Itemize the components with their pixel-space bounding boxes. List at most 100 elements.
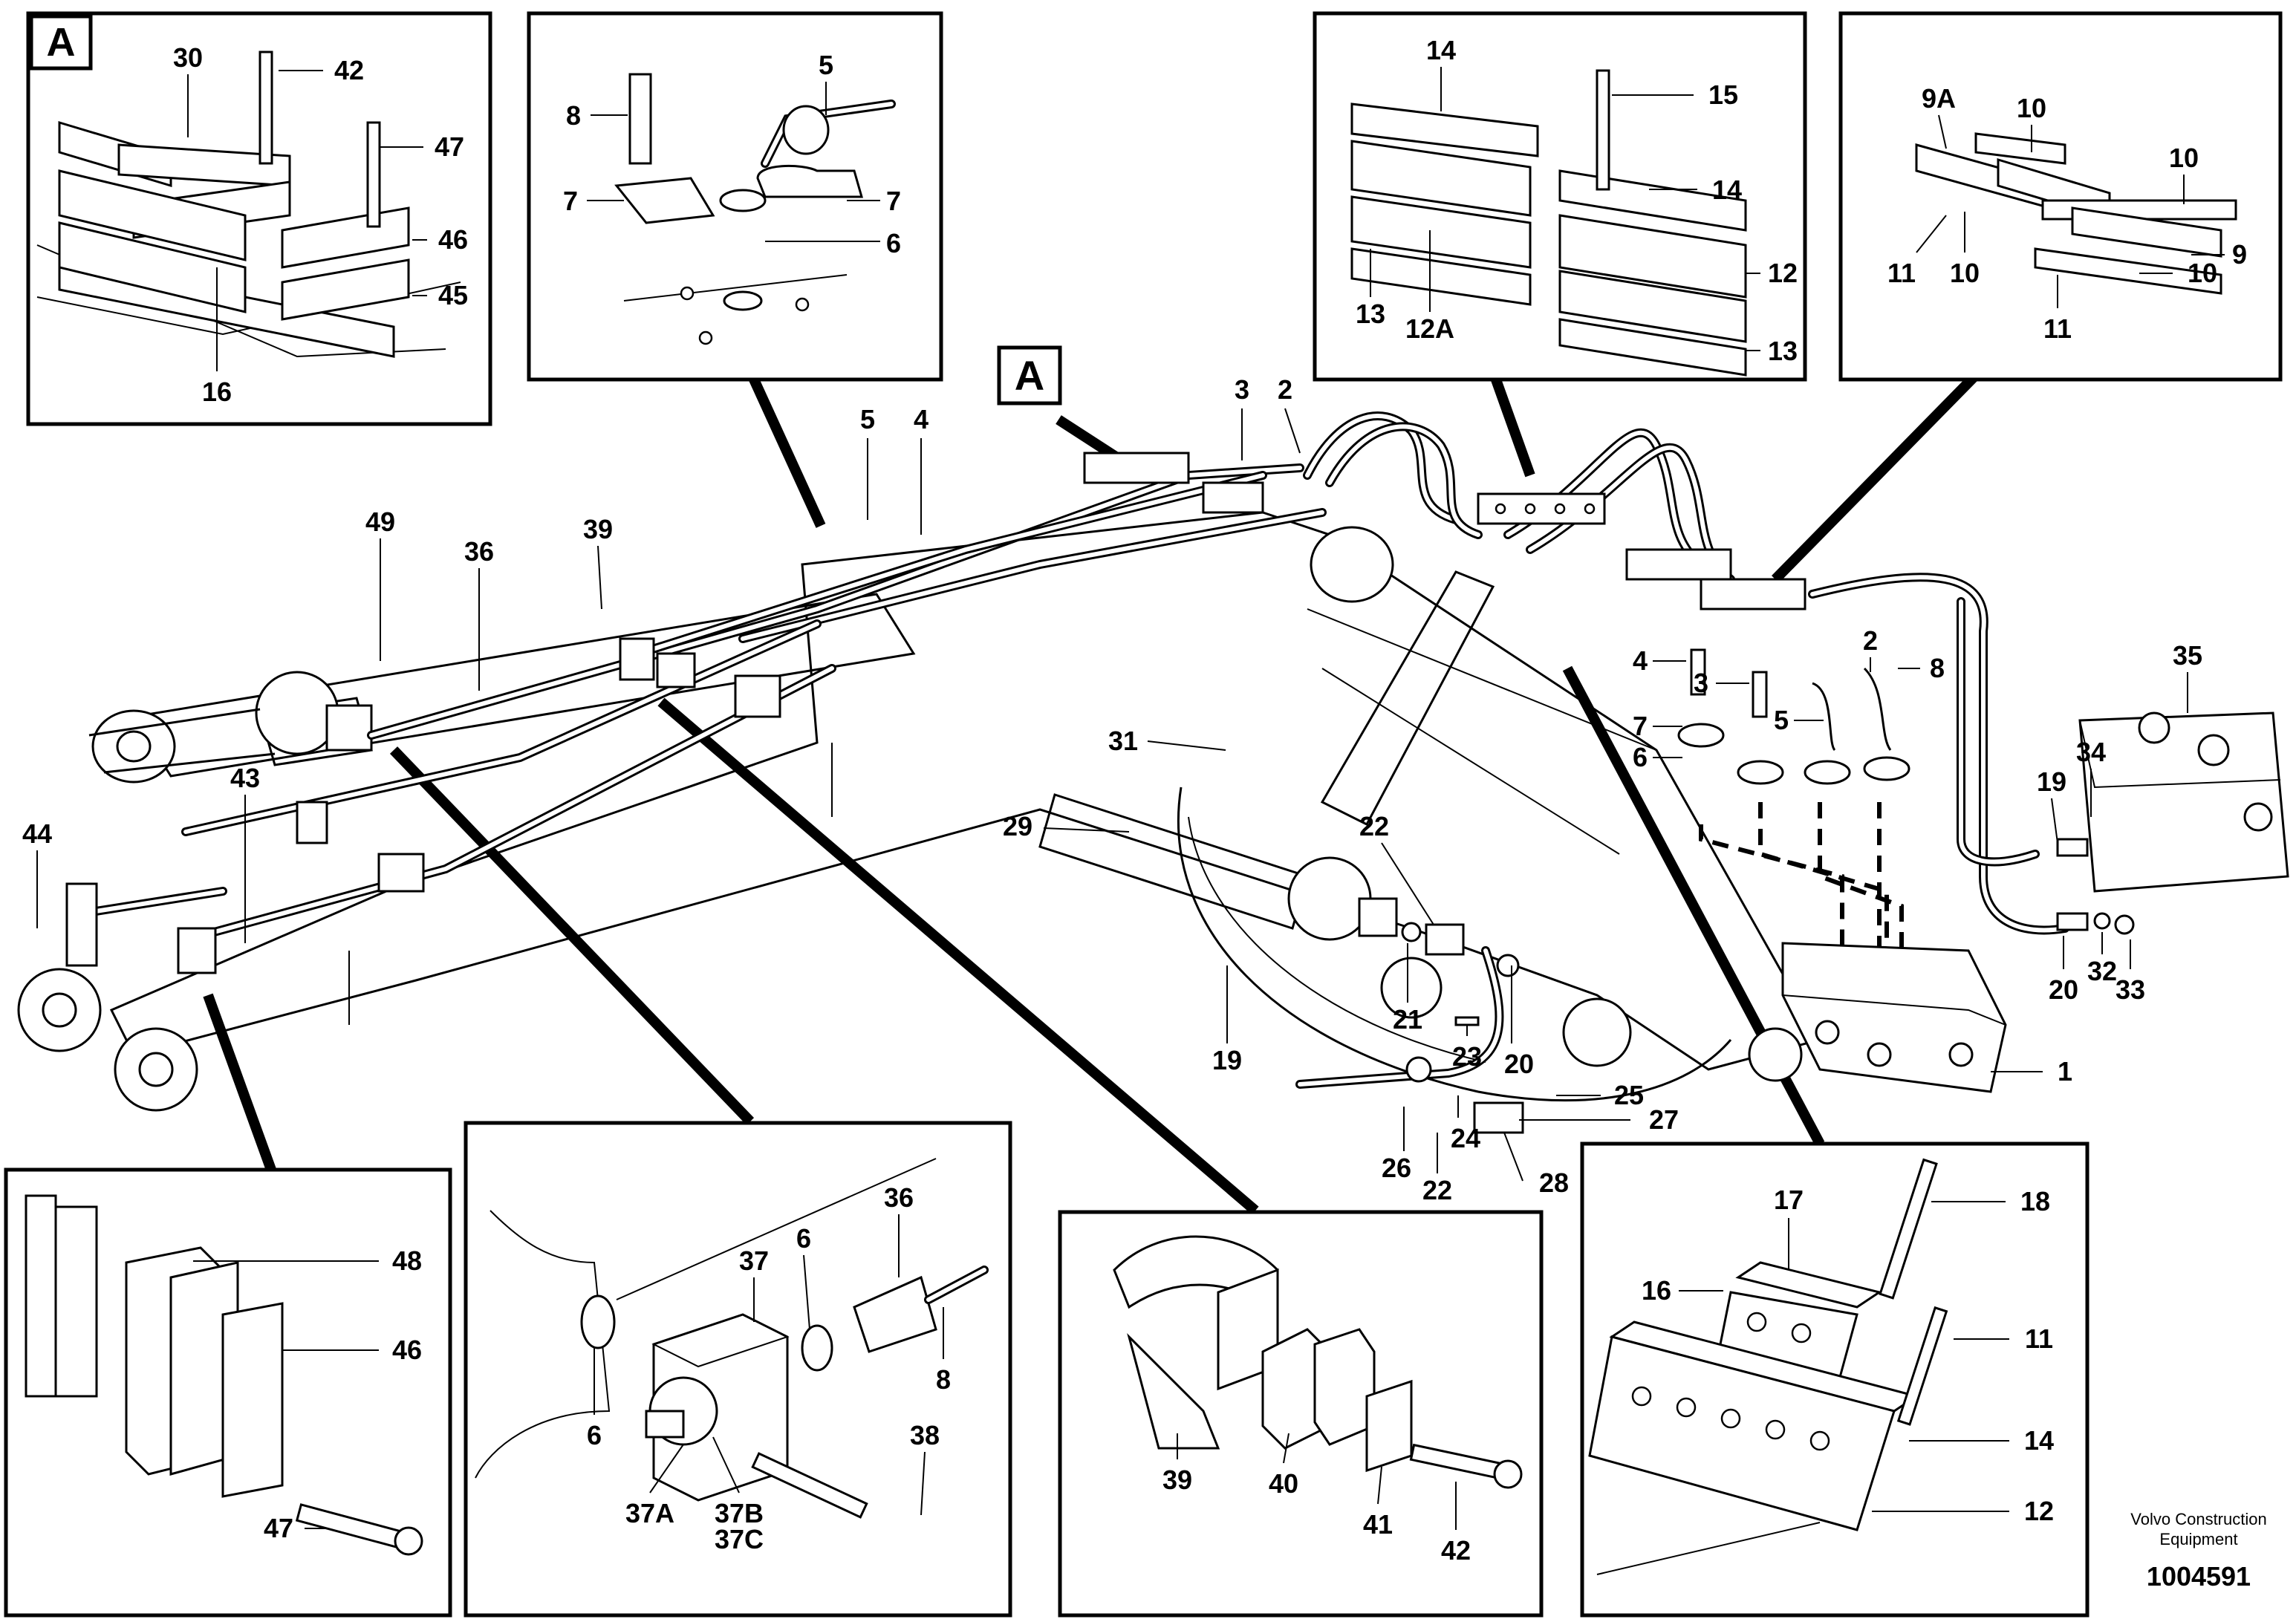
callout-29: 29 [1003,811,1032,841]
inset-9-label-9a: 9A [1922,83,1956,114]
callout-19b: 19 [2037,766,2066,797]
hose-fittings [1677,648,1910,785]
inset-a-label-45: 45 [438,280,468,310]
inset-leader-lines [203,369,1980,1215]
inset-39-label-41: 41 [1363,1509,1393,1540]
callout-7: 7 [1633,711,1648,741]
inset-a-clamp-stack: A 30 42 47 46 45 16 [26,11,492,426]
inset-9-label-11a: 11 [1887,258,1916,288]
inset-48-label-47: 47 [264,1513,293,1543]
inset-clamp-12-side: 17 18 16 11 14 12 [1580,1141,2090,1618]
callout-33: 33 [2115,974,2145,1005]
callout-6: 6 [1633,742,1648,772]
inset-37-label-37: 37 [739,1245,769,1276]
inset-37-label-36: 36 [884,1182,914,1213]
inset-48-label-46: 46 [392,1335,422,1365]
inset-a-view-label: A [47,20,76,65]
inset-12-label-12a: 12A [1405,313,1454,344]
callout-2: 2 [1278,374,1292,405]
inset-37-label-8: 8 [936,1364,951,1395]
inset-12-label-13b: 13 [1768,336,1798,366]
footer-block: Volvo Construction Equipment 1004591 [2130,1510,2266,1592]
inset-12-label-13a: 13 [1356,299,1385,329]
inset-39-label-40: 40 [1269,1468,1298,1499]
inset-a-label-46: 46 [438,224,468,255]
inset-12s-label-11: 11 [2025,1323,2053,1354]
inset-fitting-label-5: 5 [819,50,833,80]
inset-9-label-10a: 10 [2017,93,2046,123]
inset-37-label-37c: 37C [715,1524,764,1554]
inset-clamp-9: 9A 10 10 11 10 10 9 11 [1838,11,2283,382]
footer-brand-line1: Volvo Construction [2130,1510,2266,1528]
inset-37-label-6a: 6 [796,1223,811,1254]
inset-37-label-37a: 37A [625,1498,674,1528]
inset-9-label-10b: 10 [2169,143,2199,173]
inset-9-label-11b: 11 [2043,313,2072,344]
callout-24: 24 [1451,1123,1480,1153]
footer-brand-line2: Equipment [2159,1530,2237,1548]
callout-31: 31 [1108,726,1138,756]
inset-fitting-label-6: 6 [886,228,901,258]
callout-22a: 22 [1359,811,1389,841]
inset-12s-label-16: 16 [1642,1275,1671,1306]
inset-a-label-47: 47 [435,131,464,162]
inset-39-label-39: 39 [1162,1465,1192,1495]
main-assembly [17,411,2289,1134]
inset-12-label-12: 12 [1768,258,1798,288]
callout-19a: 19 [1212,1045,1242,1075]
callout-39: 39 [583,514,613,544]
drawing-number: 1004591 [2147,1561,2251,1592]
fitting-dashed-paths [1699,802,1904,973]
callout-25: 25 [1614,1080,1644,1110]
inset-12s-label-12: 12 [2024,1496,2054,1526]
callout-21: 21 [1393,1004,1422,1035]
main-view-a: A [997,345,1062,406]
inset-12s-label-17: 17 [1774,1185,1804,1215]
boom-clamps [65,452,1264,974]
inset-a-label-16: 16 [202,377,232,407]
inset-block-37: 36 37 6 8 6 38 37A 37B 37C [464,1121,1012,1618]
callout-1: 1 [2058,1056,2072,1087]
inset-a-label-42: 42 [334,55,364,85]
inset-39-label-42: 42 [1441,1535,1471,1566]
inset-fitting-label-7a: 7 [563,186,578,216]
callout-36: 36 [464,536,494,567]
inset-clamp-39: 39 40 41 42 [1058,1210,1544,1618]
boom-cylinder-49 [88,593,916,784]
callout-22b: 22 [1422,1175,1452,1205]
callout-43: 43 [230,763,260,793]
callout-20a: 20 [1504,1049,1534,1079]
callout-20b: 20 [2049,974,2078,1005]
callout-4b: 4 [1633,645,1648,676]
callout-8: 8 [1930,653,1945,683]
inset-9-label-10d: 10 [2188,258,2217,288]
inset-fitting-label-8: 8 [566,100,581,131]
callout-34: 34 [2076,737,2106,767]
inset-12s-label-14: 14 [2024,1425,2054,1456]
inset-clamp-48: 48 46 47 [4,1167,452,1618]
inset-clamp-12: 14 15 14 13 12A 12 13 [1313,11,1807,382]
main-view-label: A [1015,352,1044,399]
inset-fitting-detail: 5 8 7 7 6 [527,11,943,382]
inset-12-label-15: 15 [1708,79,1738,110]
inset-fitting-label-7b: 7 [886,186,901,216]
valve-block-35 [2078,711,2289,893]
callout-3: 3 [1235,374,1249,405]
callout-4: 4 [914,404,929,434]
inset-9-label-10c: 10 [1950,258,1980,288]
inset-37-label-38: 38 [910,1420,940,1450]
inset-12s-label-18: 18 [2020,1186,2050,1216]
inset-a-label-30: 30 [173,42,203,73]
center-small-parts [1401,922,1524,1134]
callout-49: 49 [365,507,395,537]
boom-cylinder-center [1038,526,1495,1019]
callout-2b: 2 [1863,625,1878,656]
callout-23: 23 [1452,1041,1482,1072]
callout-5: 5 [860,404,875,434]
callout-35: 35 [2173,640,2202,671]
main-callouts: 49 36 39 5 4 3 2 43 44 31 29 22 21 19 23… [22,374,2202,1205]
inset-9-label-9: 9 [2232,239,2247,270]
callout-44: 44 [22,818,52,849]
callout-32: 32 [2087,956,2117,986]
